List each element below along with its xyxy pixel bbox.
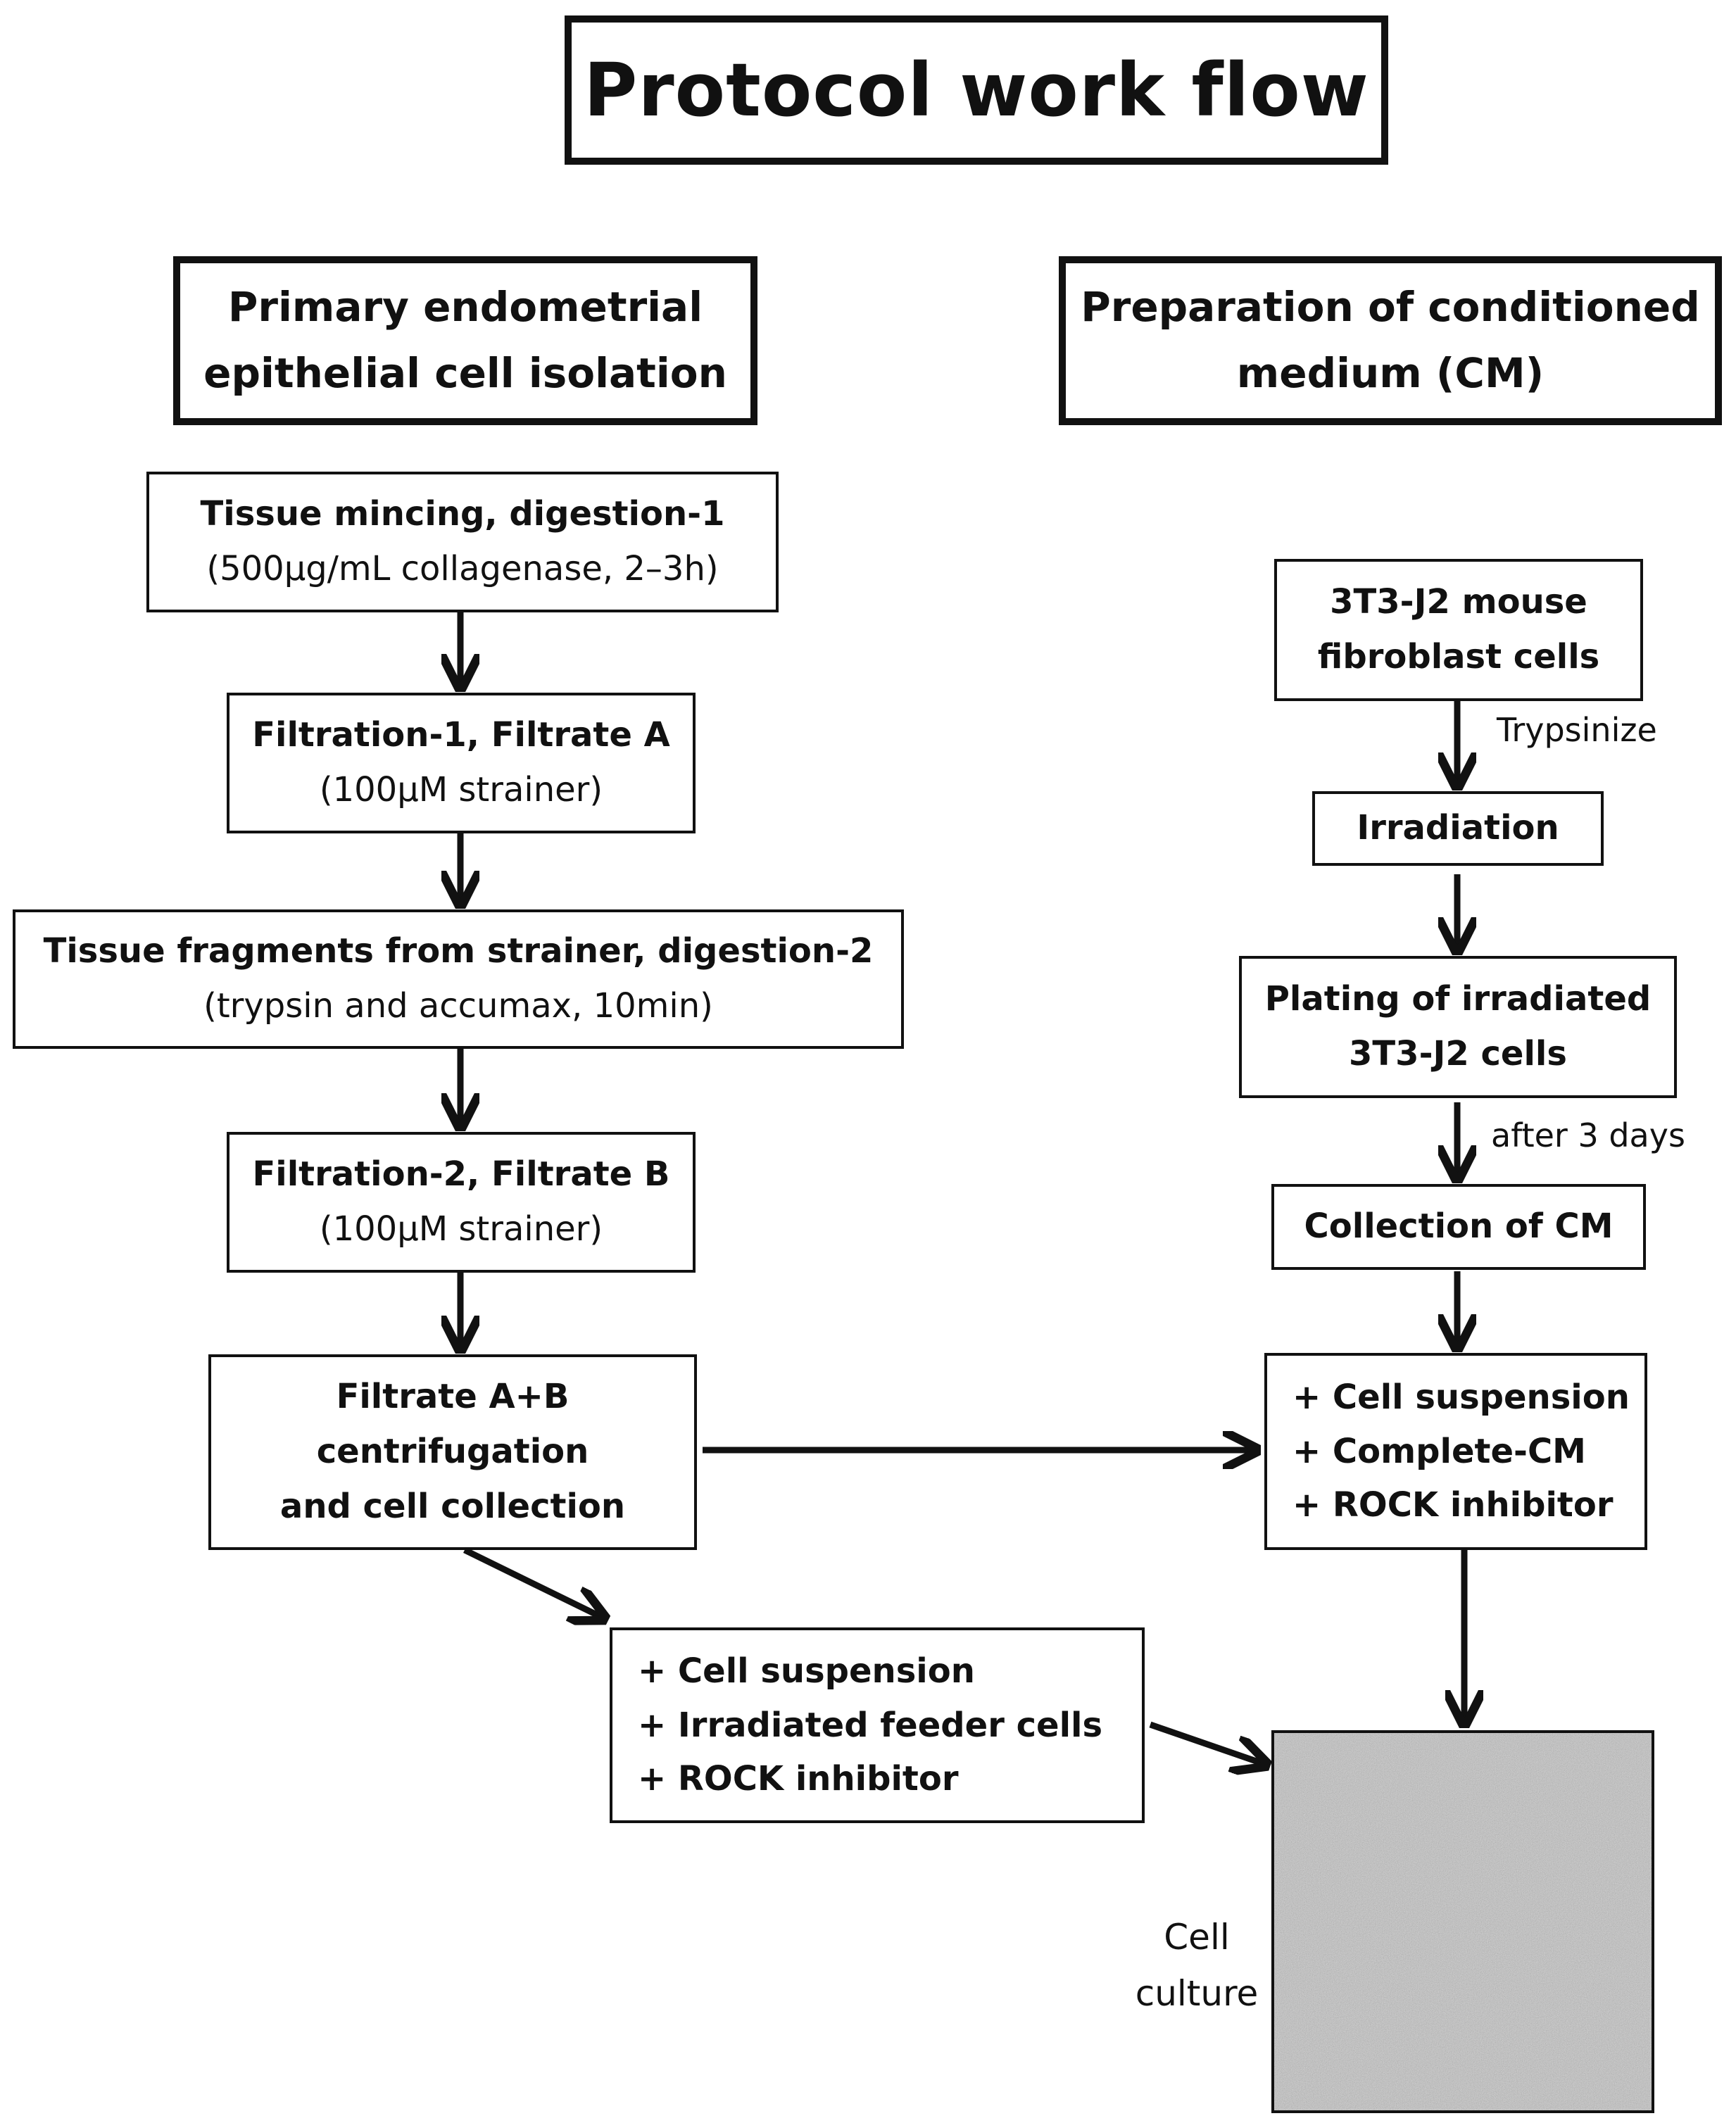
step-fibroblast-line-1: 3T3-J2 mouse	[1330, 582, 1587, 622]
step-filtration-2-detail: (100µM strainer)	[319, 1209, 603, 1249]
step-collection-cm: Collection of CM	[1271, 1184, 1646, 1270]
step-centrifugation-line-2: centrifugation	[316, 1432, 589, 1472]
feeder-mix-line-1: + Cell suspension	[638, 1651, 975, 1691]
step-plating-line-1: Plating of irradiated	[1264, 979, 1652, 1019]
feeder-mix-line-2: + Irradiated feeder cells	[638, 1705, 1103, 1745]
step-cm-mix-line-3: + ROCK inhibitor	[1292, 1485, 1614, 1525]
cell-culture-label: Cell culture	[1126, 1909, 1267, 2022]
cell-culture-label-line-1: Cell	[1164, 1917, 1230, 1958]
step-tissue-mincing: Tissue mincing, digestion-1 (500µg/mL co…	[146, 472, 779, 612]
step-centrifugation-line-1: Filtrate A+B	[336, 1377, 570, 1417]
feeder-mix-line-3: + ROCK inhibitor	[638, 1759, 959, 1799]
title-box: Protocol work flow	[565, 15, 1388, 165]
step-irradiation: Irradiation	[1312, 791, 1604, 866]
feeder-mix-box: + Cell suspension + Irradiated feeder ce…	[610, 1627, 1145, 1823]
arrow-feeder-to-culture	[1149, 1721, 1264, 1764]
step-tissue-fragments-detail: (trypsin and accumax, 10min)	[203, 986, 713, 1026]
right-header-line-1: Preparation of conditioned	[1081, 283, 1700, 332]
right-header-box: Preparation of conditioned medium (CM)	[1059, 256, 1722, 425]
after-days-label: after 3 days	[1491, 1116, 1685, 1154]
cell-culture-photo	[1271, 1730, 1654, 2113]
step-filtration-1-title: Filtration-1, Filtrate A	[252, 715, 670, 755]
step-centrifugation: Filtrate A+B centrifugation and cell col…	[208, 1354, 697, 1550]
step-fibroblast-cells: 3T3-J2 mouse fibroblast cells	[1274, 559, 1643, 701]
left-header-line-1: Primary endometrial	[227, 283, 703, 332]
step-tissue-mincing-title: Tissue mincing, digestion-1	[200, 494, 725, 534]
step-filtration-1-detail: (100µM strainer)	[319, 770, 603, 809]
step-irradiation-label: Irradiation	[1357, 808, 1559, 848]
step-cm-mix-line-2: + Complete-CM	[1292, 1431, 1586, 1471]
step-centrifugation-line-3: and cell collection	[279, 1486, 626, 1526]
step-tissue-mincing-detail: (500µg/mL collagenase, 2–3h)	[206, 549, 719, 588]
step-filtration-1: Filtration-1, Filtrate A (100µM strainer…	[227, 693, 696, 833]
cell-culture-label-line-2: culture	[1135, 1973, 1259, 2014]
step-tissue-fragments-title: Tissue fragments from strainer, digestio…	[43, 931, 874, 971]
step-filtration-2: Filtration-2, Filtrate B (100µM strainer…	[227, 1132, 696, 1273]
step-filtration-2-title: Filtration-2, Filtrate B	[252, 1154, 670, 1195]
arrow-centrifugation-to-feeder	[463, 1546, 603, 1618]
step-fibroblast-line-2: fibroblast cells	[1317, 637, 1600, 676]
right-header-line-2: medium (CM)	[1236, 349, 1545, 397]
step-cm-mix-line-1: + Cell suspension	[1292, 1377, 1630, 1417]
cell-culture-texture	[1274, 1733, 1652, 2110]
step-plating: Plating of irradiated 3T3-J2 cells	[1239, 956, 1677, 1098]
step-plating-line-2: 3T3-J2 cells	[1349, 1034, 1567, 1073]
step-cm-mix: + Cell suspension + Complete-CM + ROCK i…	[1264, 1353, 1647, 1550]
trypsinize-label: Trypsinize	[1497, 711, 1657, 749]
left-header-box: Primary endometrial epithelial cell isol…	[173, 256, 757, 425]
page-title: Protocol work flow	[584, 47, 1369, 133]
left-header-line-2: epithelial cell isolation	[203, 349, 727, 397]
step-tissue-fragments: Tissue fragments from strainer, digestio…	[13, 909, 904, 1049]
step-collection-cm-label: Collection of CM	[1304, 1207, 1614, 1247]
